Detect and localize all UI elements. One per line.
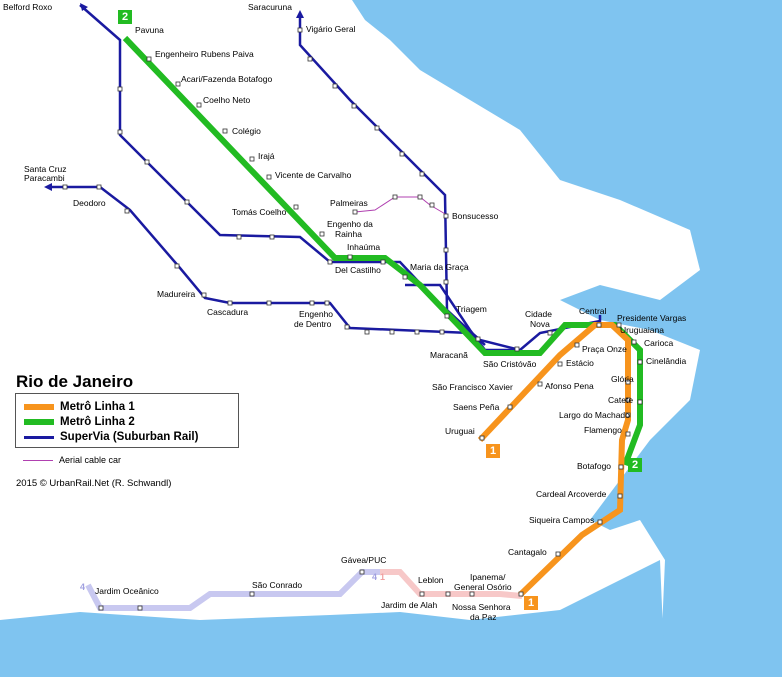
station-ipanema-2: General Osório [454, 582, 512, 592]
station-pres-vargas: Presidente Vargas [617, 313, 686, 323]
station-inhauma: Inhaúma [347, 242, 380, 252]
legend-row-line2: Metrô Linha 2 [24, 416, 135, 428]
credit-text: 2015 © UrbanRail.Net (R. Schwandl) [16, 478, 172, 489]
station-triagem: Triagem [456, 304, 487, 314]
station-sao-cristovao: São Cristóvão [483, 359, 537, 369]
station-maracana: Maracanã [430, 350, 468, 360]
station-catete: Catete [608, 395, 633, 405]
station-cinelandia: Cinelândia [646, 356, 686, 366]
station-saens-pena: Saens Peña [453, 402, 500, 412]
station-jardim-alah: Jardim de Alah [381, 600, 437, 610]
station-palmeiras: Palmeiras [330, 198, 368, 208]
station-cantagalo: Cantagalo [508, 547, 547, 557]
station-iraja: Irajá [258, 151, 275, 161]
legend-swatch-cable [23, 459, 53, 461]
line-1-badge-uruguai: 1 [486, 444, 500, 458]
station-vicente: Vicente de Carvalho [275, 170, 352, 180]
station-eng-rainha-1: Engenho da [327, 219, 373, 229]
station-colegio: Colégio [232, 126, 261, 136]
station-coelho-neto: Coelho Neto [203, 95, 251, 105]
station-estacio: Estácio [566, 358, 594, 368]
line-4-label-west: 4 [80, 582, 85, 592]
station-uruguaiana: Uruguaiana [620, 325, 664, 335]
station-cidade-nova-2: Nova [530, 319, 550, 329]
station-siqueira: Siqueira Campos [529, 515, 594, 525]
line-2-badge-north: 2 [118, 10, 132, 24]
station-vigario-geral: Vigário Geral [306, 24, 356, 34]
legend-label-cable: Aerial cable car [59, 455, 122, 465]
station-central: Central [579, 306, 607, 316]
legend-row-cable: Aerial cable car [23, 455, 121, 465]
station-sao-conrado: São Conrado [252, 580, 302, 590]
station-eng-dentro-1: Engenho [299, 309, 333, 319]
station-cascadura: Cascadura [207, 307, 248, 317]
legend-box: Metrô Linha 1 Metrô Linha 2 SuperVia (Su… [15, 393, 239, 448]
station-eng-rubens-paiva: Engenheiro Rubens Paiva [155, 49, 254, 59]
station-saracuruna: Saracuruna [248, 2, 292, 12]
station-labels: Belford Roxo Pavuna Engenheiro Rubens Pa… [3, 2, 686, 622]
station-carioca: Carioca [644, 338, 674, 348]
legend-swatch-supervia [24, 435, 54, 439]
station-praca-onze: Praça Onze [582, 344, 627, 354]
station-cardeal: Cardeal Arcoverde [536, 489, 607, 499]
legend-swatch-line1 [24, 404, 54, 410]
station-maria-graca: Maria da Graça [410, 262, 469, 272]
legend-row-supervia: SuperVia (Suburban Rail) [24, 431, 198, 443]
arrow-belford-roxo [80, 3, 88, 11]
station-cidade-nova-1: Cidade [525, 309, 552, 319]
legend-label-supervia: SuperVia (Suburban Rail) [60, 431, 199, 443]
ocean [0, 560, 665, 677]
arrow-saracuruna [296, 10, 304, 18]
station-deodoro: Deodoro [73, 198, 106, 208]
legend-swatch-line2 [24, 419, 54, 425]
station-markers [62, 27, 643, 611]
station-belford-roxo: Belford Roxo [3, 2, 52, 12]
station-acari: Acari/Fazenda Botafogo [181, 74, 272, 84]
station-gloria: Glória [611, 374, 634, 384]
station-nsp-2: da Paz [470, 612, 496, 622]
station-eng-rainha-2: Rainha [335, 229, 362, 239]
line-4-label-gavea: 4 [372, 572, 377, 582]
arrow-santa-cruz [44, 183, 52, 191]
station-bonsucesso: Bonsucesso [452, 211, 499, 221]
map-title: Rio de Janeiro [16, 372, 134, 391]
station-leblon: Leblon [418, 575, 444, 585]
station-pavuna: Pavuna [135, 25, 164, 35]
station-santa-cruz-1: Santa Cruz [24, 164, 67, 174]
legend-label-line2: Metrô Linha 2 [60, 416, 135, 428]
supervia-santa-cruz [48, 185, 602, 352]
supervia-deodoro-branch [405, 283, 520, 352]
guanabara-bay [352, 0, 782, 677]
line-1-badge-south: 1 [524, 596, 538, 610]
station-sf-xavier: São Francisco Xavier [432, 382, 513, 392]
station-afonso-pena: Afonso Pena [545, 381, 594, 391]
legend-label-line1: Metrô Linha 1 [60, 401, 135, 413]
station-botafogo: Botafogo [577, 461, 611, 471]
station-largo-machado: Largo do Machado [559, 410, 630, 420]
station-uruguai: Uruguai [445, 426, 475, 436]
line-1-label-gavea: 1 [380, 572, 385, 582]
station-nsp-1: Nossa Senhora [452, 602, 511, 612]
line-2-badge-south: 2 [628, 458, 642, 472]
station-flamengo: Flamengo [584, 425, 622, 435]
station-gavea: Gávea/PUC [341, 555, 386, 565]
metro-line-2 [122, 35, 643, 467]
station-ipanema-1: Ipanema/ [470, 572, 506, 582]
station-eng-dentro-2: de Dentro [294, 319, 332, 329]
legend-row-line1: Metrô Linha 1 [24, 401, 135, 413]
station-tomas-coelho: Tomás Coelho [232, 207, 287, 217]
station-santa-cruz-2: Paracambi [24, 173, 65, 183]
station-del-castilho: Del Castilho [335, 265, 381, 275]
station-madureira: Madureira [157, 289, 196, 299]
station-jardim-oceanico: Jardim Oceânico [95, 586, 159, 596]
